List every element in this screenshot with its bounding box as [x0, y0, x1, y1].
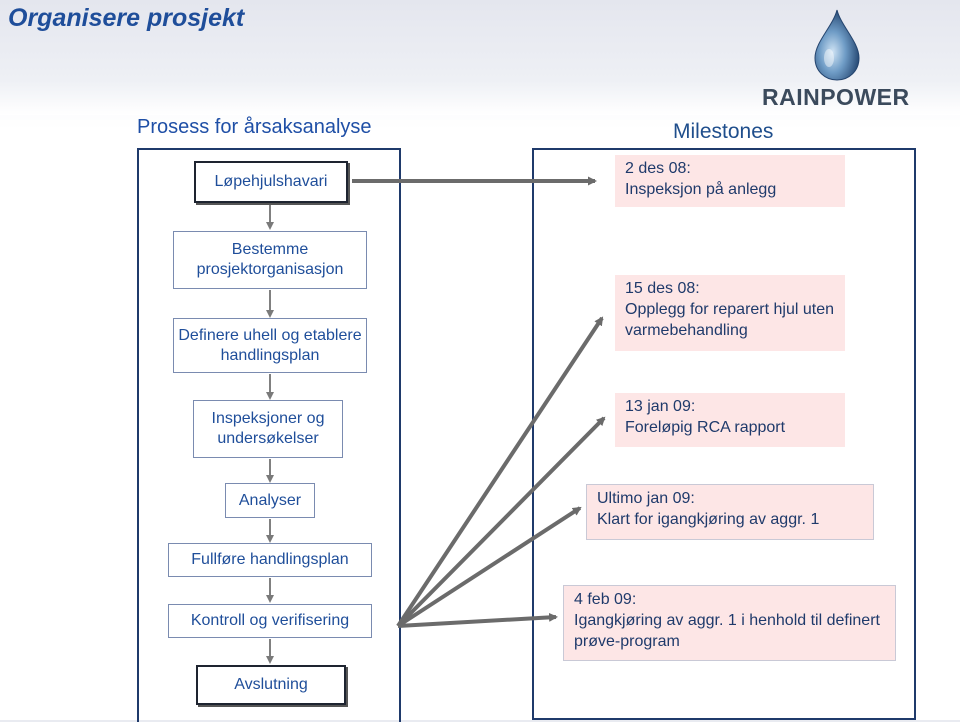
milestone-text: Klart for igangkjøring av aggr. 1 [597, 510, 820, 528]
milestone-date: 15 des 08: [625, 280, 700, 297]
milestone-date: 2 des 08: [625, 160, 691, 177]
milestone-date: 13 jan 09: [625, 398, 696, 415]
milestone-text: Igangkjøring av aggr. 1 i henhold til de… [574, 611, 880, 650]
milestone-date: 4 feb 09: [574, 591, 637, 608]
water-drop-logo-icon [814, 9, 860, 81]
process-heading: Prosess for årsaksanalyse [137, 116, 372, 138]
process-step-analyser: Analyser [225, 483, 315, 518]
milestone-5: 4 feb 09: Igangkjøring av aggr. 1 i henh… [563, 585, 896, 661]
page-title: Organisere prosjekt [8, 4, 245, 32]
milestone-date: Ultimo jan 09: [597, 490, 695, 507]
header-band [0, 0, 960, 115]
milestone-1: 2 des 08: Inspeksjon på anlegg [615, 155, 845, 207]
milestone-text: Inspeksjon på anlegg [625, 180, 777, 198]
process-step-avslutning: Avslutning [196, 665, 346, 705]
milestone-arrow-4 [396, 506, 582, 628]
process-step-definere-uhell: Definere uhell og etablere handlingsplan [173, 318, 367, 373]
milestone-3: 13 jan 09: Foreløpig RCA rapport [615, 393, 845, 447]
process-panel [137, 148, 401, 722]
milestone-arrow-5 [397, 612, 558, 628]
brand-logo-text: RAINPOWER [762, 84, 910, 110]
milestone-text: Foreløpig RCA rapport [625, 418, 786, 436]
milestone-4: Ultimo jan 09: Klart for igangkjøring av… [586, 484, 874, 540]
process-step-bestemme-prosjektorganisasjon: Bestemme prosjektorganisasjon [173, 231, 367, 289]
milestone-text: Opplegg for reparert hjul uten varmebeha… [625, 300, 835, 339]
process-step-fullfore-handlingsplan: Fullføre handlingsplan [168, 543, 372, 577]
process-step-inspeksjoner: Inspeksjoner og undersøkelser [193, 400, 343, 458]
milestone-arrow-2 [396, 316, 604, 628]
milestone-2: 15 des 08: Opplegg for reparert hjul ute… [615, 275, 845, 351]
milestones-heading: Milestones [673, 120, 774, 143]
process-step-kontroll-og-verifisering: Kontroll og verifisering [168, 604, 372, 638]
milestone-arrow-3 [396, 416, 606, 628]
milestones-panel [532, 148, 916, 720]
process-step-lopehjulshavari: Løpehjulshavari [194, 161, 348, 203]
